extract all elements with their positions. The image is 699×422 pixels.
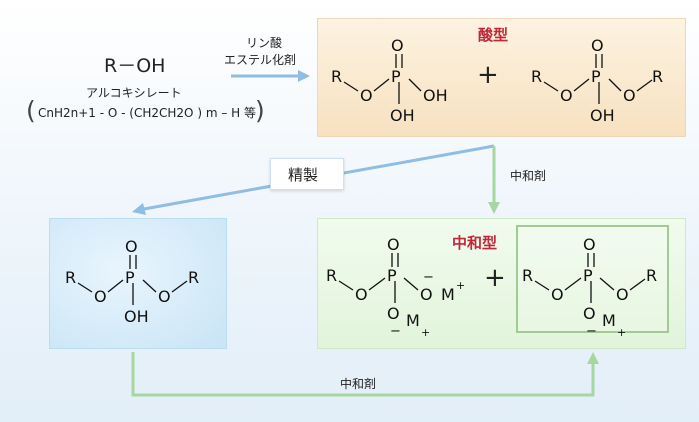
esterify-label-line2: エステル化剤 [224, 53, 297, 67]
atom-r: R [652, 67, 663, 86]
atom-o: O [94, 287, 107, 306]
atom-o: O [391, 36, 404, 55]
start-bracket-open: ( [26, 96, 36, 125]
charge-minus: − [423, 270, 434, 285]
atom-p: P [387, 266, 397, 285]
atom-o: O [616, 285, 629, 304]
charge-minus: − [586, 324, 597, 339]
esterify-label-line1: リン酸 [246, 36, 283, 50]
atom-r: R [646, 266, 657, 285]
atom-o: O [623, 86, 636, 105]
atom-o: O [387, 235, 400, 254]
atom-m: M [602, 311, 616, 330]
atom-oh: OH [590, 106, 615, 125]
purify-badge [270, 158, 344, 190]
acid-form-panel [317, 18, 686, 137]
start-name: アルコキシレート [86, 86, 182, 100]
atom-r: R [188, 268, 199, 287]
atom-o: O [583, 304, 596, 323]
start-formula: R－OH [104, 55, 166, 77]
atom-r: R [326, 266, 337, 285]
atom-p: P [583, 266, 593, 285]
arrow-purify-head [132, 203, 146, 215]
atom-o: O [387, 304, 400, 323]
arrow-neutralize-bottom-head [587, 352, 599, 364]
atom-p: P [591, 67, 601, 86]
atom-o: O [158, 287, 171, 306]
start-general-formula: CnH2n+1 - O - (CH2CH2O ) m – H 等 [38, 106, 256, 120]
atom-m: M [406, 311, 420, 330]
acid-form-title: 酸型 [478, 26, 509, 44]
charge-plus: + [456, 279, 465, 292]
atom-m: M [441, 285, 455, 304]
neutralize-bottom-label: 中和剤 [340, 377, 377, 391]
atom-o: O [420, 285, 433, 304]
atom-p: P [125, 268, 135, 287]
atom-r: R [331, 67, 342, 86]
neutralize-right-label: 中和剤 [510, 169, 547, 183]
start-bracket-close: ) [255, 96, 265, 125]
arrow-neutralize-right-head [488, 202, 500, 214]
atom-o: O [583, 235, 596, 254]
neutralized-form-title: 中和型 [452, 234, 498, 252]
atom-p: P [391, 67, 401, 86]
atom-r: R [65, 268, 76, 287]
atom-r: R [522, 266, 533, 285]
atom-o: O [551, 285, 564, 304]
atom-r: R [531, 67, 542, 86]
neutralized-highlight-frame [516, 225, 669, 333]
acid-plus-sign: + [477, 60, 499, 90]
arrow-neutralize-bottom [131, 352, 595, 397]
atom-o: O [360, 86, 373, 105]
atom-oh: OH [423, 86, 448, 105]
neutralized-plus-sign: + [484, 263, 506, 293]
charge-plus: + [617, 326, 626, 339]
purify-label: 精製 [288, 166, 319, 184]
charge-minus: − [390, 324, 401, 339]
atom-o: O [355, 285, 368, 304]
charge-plus: + [421, 326, 430, 339]
atom-oh: OH [124, 307, 149, 326]
atom-o: O [591, 36, 604, 55]
arrow-esterify-head [298, 70, 310, 82]
atom-o: O [560, 86, 573, 105]
atom-o: O [125, 237, 138, 256]
atom-oh: OH [390, 106, 415, 125]
